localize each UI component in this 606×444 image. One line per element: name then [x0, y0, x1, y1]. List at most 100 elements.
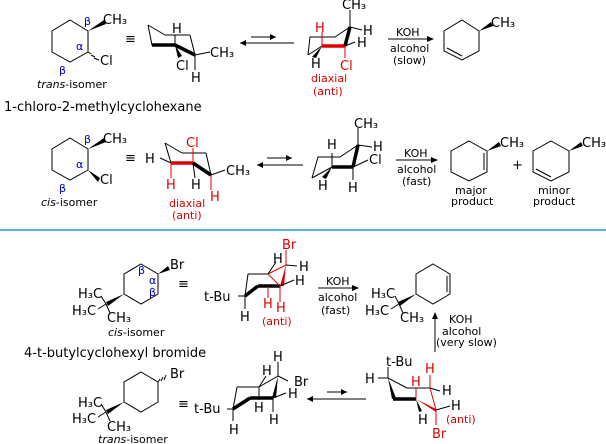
isomer-label-italic-label: trans [98, 433, 127, 444]
h-bottom-label: H [240, 310, 250, 325]
label2-label: product [451, 195, 494, 208]
label1-label: minor [538, 184, 570, 197]
rate-label: (fast) [321, 304, 350, 317]
line2-label: (anti) [313, 85, 343, 98]
h2-label: H [288, 387, 298, 402]
h4-label: H [269, 413, 279, 428]
h-top-label: H [172, 22, 182, 37]
tbu-label: t-Bu [386, 355, 412, 370]
equiv-symbol: ≡ [178, 277, 189, 292]
reaction-arrow-slow: KOH alcohol (slow) [388, 26, 434, 67]
isomer-label: trans-isomer [98, 433, 168, 444]
isomer-label-suffix-label: -isomer [126, 433, 168, 444]
equiv-symbol: ≡ [125, 32, 136, 47]
reagent-label: KOH [326, 275, 350, 288]
reagent-label: KOH [404, 147, 428, 160]
major-product: CH₃ major product [450, 136, 524, 208]
trans-tbutyl-chair-1: t-Bu H H Br H H H H [194, 350, 309, 438]
h3c2-label: H₃C [72, 304, 96, 319]
solvent-label: alcohol [442, 325, 481, 338]
line1-label: diaxial [311, 72, 347, 85]
h-bottom-label: H [229, 423, 239, 438]
h1-label: H [262, 364, 272, 379]
cl-red-label: Cl [186, 136, 199, 151]
equilibrium-arrows-3 [307, 389, 366, 402]
solvent-label: alcohol [397, 163, 436, 176]
rate-label: (fast) [402, 175, 431, 188]
isomer-label-italic-label: cis [41, 196, 56, 209]
substituent-label: CH₃ [500, 136, 524, 151]
tbutyl-product: H₃C H₃C CH₃ [365, 263, 451, 326]
substituent-label: CH₃ [582, 136, 606, 151]
isomer-label-suffix-label: -isomer [65, 78, 107, 91]
cl-label: Cl [176, 59, 189, 74]
br-label: Br [294, 375, 309, 390]
h-right1-label: H [363, 24, 373, 39]
h-red1-label: H [411, 375, 421, 390]
h3c2-label: H₃C [365, 304, 389, 319]
h-right-label: H [373, 140, 383, 155]
h-red1-label: H [166, 178, 176, 193]
0-label: β [84, 15, 91, 28]
ch3-label: CH₃ [107, 311, 131, 326]
line2-label: (anti) [172, 209, 202, 222]
trans-chair-1: H Cl H CH₃ [147, 22, 234, 86]
rate-label: (very slow) [436, 336, 497, 349]
h-red2-label: H [276, 301, 286, 316]
equiv-symbol: ≡ [178, 397, 189, 412]
h-bottom-label: H [311, 57, 321, 72]
h-red2-label: H [210, 190, 220, 205]
h-b-label: H [418, 413, 428, 428]
annotation-label: (anti) [446, 413, 476, 426]
br-label: Br [170, 367, 185, 382]
cl-label: Cl [369, 153, 382, 168]
ch3-label: CH₃ [354, 117, 378, 132]
h-r1-label: H [442, 384, 452, 399]
h-red2-label: H [425, 362, 435, 377]
1-label: α [149, 274, 156, 287]
h-bottom-label: H [191, 178, 201, 193]
h3c2-label: H₃C [72, 412, 96, 427]
ch3-label: CH₃ [226, 164, 250, 179]
tbu-label: t-Bu [204, 290, 230, 305]
h3-label: H [295, 274, 305, 289]
isomer-label-italic-label: trans [37, 78, 66, 91]
h-top-label: H [273, 350, 283, 365]
equilibrium-arrows-2 [257, 155, 303, 168]
compound-name-1: 1-chloro-2-methylcyclohexane [4, 100, 202, 115]
h-bottom-label: H [191, 71, 201, 86]
isomer-label-suffix-label: -isomer [56, 196, 98, 209]
label2-label: product [533, 195, 576, 208]
top-label: CH₃ [103, 13, 127, 28]
isomer-label: cis-isomer [41, 196, 98, 209]
cis-tbutyl-structure: Br H₃C H₃C CH₃ β α β cis-isomer [72, 258, 185, 339]
equilibrium-arrows-1 [240, 34, 294, 46]
trans-tbutyl-chair-2-anti: t-Bu H H H H H H Br (anti) [365, 355, 476, 442]
ch3-label: CH₃ [342, 0, 366, 13]
product-label-label: CH₃ [491, 16, 515, 31]
isomer-label-suffix-label: -isomer [123, 326, 165, 339]
minor-product: CH₃ minor product [532, 136, 606, 208]
ch3-label: CH₃ [400, 311, 424, 326]
cis-chloro-methyl-structure: CH₃ Cl β α β cis-isomer [41, 132, 127, 209]
trans-product: CH₃ [443, 16, 515, 61]
0-label: β [84, 133, 91, 146]
rate-label: (slow) [393, 54, 426, 67]
h-red-label: H [315, 21, 325, 36]
h-b2-label: H [348, 181, 358, 196]
0-label: β [138, 264, 145, 277]
br-red-label: Br [432, 427, 447, 442]
line1-label: diaxial [169, 197, 205, 210]
h-right2-label: H [357, 36, 367, 51]
2-label: β [59, 182, 66, 195]
isomer-label-italic-label: cis [108, 326, 123, 339]
trans-chair-2-diaxial: CH₃ H H H H Cl diaxial (anti) [307, 0, 373, 98]
isomer-label: trans-isomer [37, 78, 107, 91]
cis-tbutyl-chair: t-Bu Br H H H H H H (anti) [204, 238, 309, 328]
annotation-label: (anti) [262, 315, 292, 328]
tbu-label: t-Bu [194, 402, 220, 417]
reaction-arrow-fast-2: KOH alcohol (fast) [318, 275, 359, 317]
reagent-label: KOH [396, 26, 420, 39]
plus-sign: + [512, 158, 523, 173]
